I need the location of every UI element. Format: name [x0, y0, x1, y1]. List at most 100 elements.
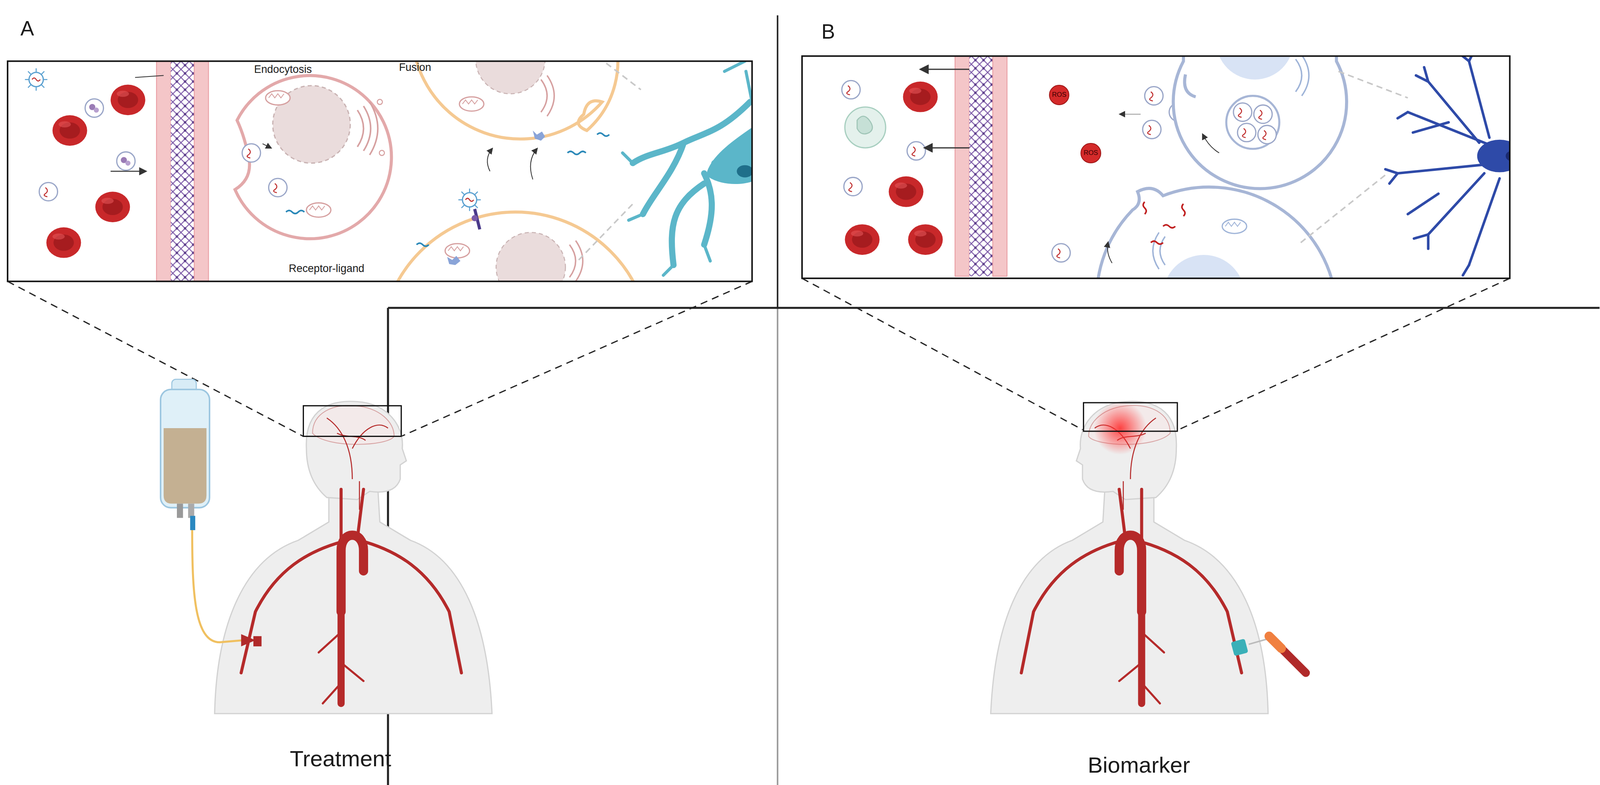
panel-b-zoom-part: [1253, 105, 1273, 124]
panel-frame: [801, 56, 1510, 279]
iv-bag-part: [176, 503, 183, 519]
panel-b-zoom-part: [1152, 232, 1166, 270]
panel-b-zoom-part: [888, 176, 924, 208]
ros-circle: ROS: [1049, 84, 1070, 106]
human-figure-b-part-part: [990, 401, 1269, 714]
panel-b-zoom-part: [1226, 96, 1280, 150]
panel-a-zoom-part: [357, 101, 378, 155]
panel-b-zoom-part-part: [1295, 58, 1302, 92]
panel-b-zoom-part-part: [1143, 201, 1147, 215]
blood-sample-part: [1230, 638, 1249, 657]
panel-b-zoom-part: [841, 80, 861, 99]
panel-a-zoom-part: [85, 98, 104, 118]
panel-b-zoom-part: [1143, 201, 1185, 245]
human-figure-a: [214, 401, 493, 714]
panel-b-zoom-part-part: [1162, 224, 1176, 228]
human-figure-b-part: [1093, 401, 1147, 455]
panel-a-zoom-part: [110, 170, 146, 173]
panel-a-zoom-part: [597, 133, 610, 137]
panel-a-zoom-part: [235, 75, 392, 240]
panel-b-zoom-part: [1184, 74, 1196, 97]
panel-a-zoom-part: [306, 202, 331, 218]
panel-frame: [7, 61, 753, 282]
human-figure-b: [990, 401, 1269, 714]
process-label: Endocytosis: [254, 64, 312, 75]
panel-b-zoom: [801, 56, 1510, 279]
iv-bag-part: [192, 530, 244, 643]
panel-a-zoom-part: [487, 149, 493, 172]
panel-b-zoom-part: [1144, 86, 1163, 106]
panel-letter: B: [821, 21, 836, 42]
divider-lines-part: [388, 306, 1600, 309]
panel-a-zoom-part: [496, 232, 566, 282]
iv-bag: [160, 379, 262, 647]
process-label: Receptor-ligand: [288, 263, 365, 275]
panel-b-zoom-part: [1233, 103, 1252, 122]
panel-a-zoom-part: [736, 165, 752, 178]
divider-lines-part: [776, 307, 779, 785]
panel-a-zoom-part: [25, 68, 48, 91]
process-label: Fusion: [398, 62, 432, 73]
node-text: ROS: [1052, 91, 1067, 99]
blood-sample-part: [1268, 636, 1282, 649]
panel-a-zoom-part: [95, 191, 130, 223]
panel-b-zoom-part: [954, 56, 1008, 277]
iv-bag-part: [160, 389, 210, 508]
human-figure-a-part: [214, 401, 493, 714]
panel-b-zoom-part: [843, 177, 863, 196]
panel-a-zoom: [7, 61, 753, 282]
panel-b-zoom-part: [925, 147, 970, 149]
panel-b-zoom-part: [845, 107, 886, 148]
panel-b-zoom-part: [1222, 219, 1247, 234]
panel-a-zoom-part-part: [569, 244, 576, 278]
panel-a-zoom-part: [569, 240, 583, 282]
panel-a-zoom-part: [411, 61, 618, 140]
panel-a-zoom-part: [471, 215, 478, 222]
panel-a-zoom-part: [135, 75, 164, 78]
panel-b-zoom-part: [1257, 125, 1277, 144]
panel-b-zoom-part: [1477, 139, 1510, 173]
panel-a-zoom-part: [541, 75, 555, 116]
panel-a-zoom-part: [286, 210, 305, 214]
panel-a-zoom-part: [475, 61, 546, 95]
panel-b-zoom-part-part: [1182, 203, 1186, 217]
panel-b-zoom-part-part: [1150, 241, 1164, 245]
zoom-leaders-part: [401, 281, 753, 437]
iv-bag-part: [253, 636, 262, 647]
iv-bag-part: [188, 503, 195, 519]
panel-a-zoom-part: [622, 61, 753, 276]
panel-b-zoom-part: [1051, 243, 1071, 263]
panel-a-zoom-part: [265, 90, 291, 106]
panel-b-zoom-part: [1215, 56, 1294, 80]
panel-a-zoom-part: [567, 151, 586, 155]
iv-bag-part: [241, 634, 256, 647]
panel-b-zoom-part: [1162, 254, 1245, 279]
panel-a-zoom-part-part: [357, 109, 364, 147]
focus-box: [303, 405, 402, 437]
ros-circle: ROS: [1080, 143, 1101, 164]
panel-b-zoom-part: [1142, 120, 1161, 139]
section-caption: Biomarker: [1087, 754, 1191, 777]
panel-b-zoom-part: [845, 224, 880, 255]
panel-a-zoom-part: [377, 99, 383, 105]
panel-a-zoom-part: [156, 61, 209, 282]
panel-a-zoom-part: [262, 143, 271, 148]
panel-b-zoom-part-part: [1385, 56, 1475, 276]
panel-b-zoom-part: [903, 81, 938, 113]
panel-a-zoom-part: [632, 101, 752, 266]
human-figure-b-part: [990, 401, 1269, 714]
panel-b-zoom-part: [907, 224, 943, 255]
panel-a-zoom-part: [380, 211, 651, 282]
panel-b-zoom-part-part: [1152, 232, 1159, 270]
panel-a-zoom-part: [7, 61, 753, 282]
divider-lines-part: [776, 15, 779, 308]
blood-sample: [1230, 636, 1306, 673]
illustration-part: [606, 63, 642, 91]
panel-a-zoom-part: [242, 143, 261, 163]
iv-bag-part: [163, 428, 207, 504]
panel-a-zoom-part: [447, 255, 461, 265]
panel-b-zoom-part: [1202, 134, 1220, 153]
panel-a-zoom-part: [458, 188, 481, 212]
illustration-part: [1338, 71, 1408, 99]
